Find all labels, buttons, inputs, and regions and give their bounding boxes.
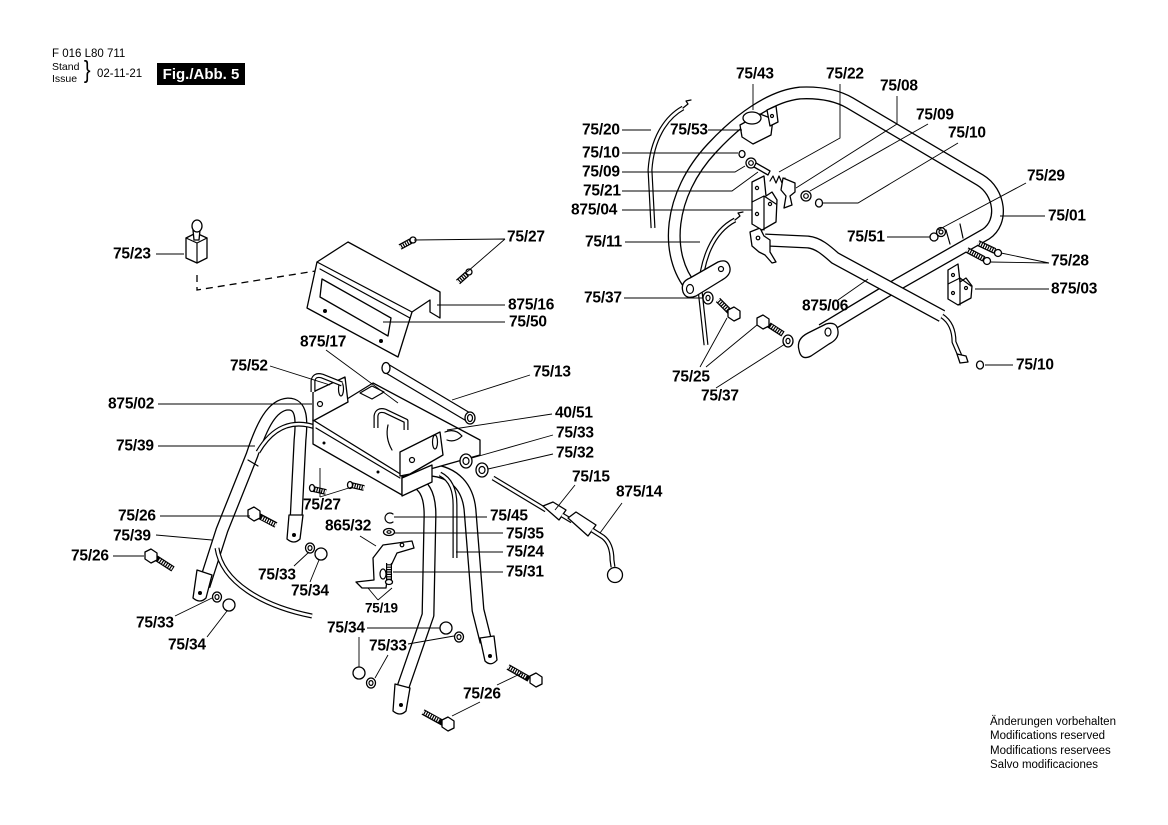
callout-label: 75/20 bbox=[582, 121, 620, 139]
link-plate-part bbox=[681, 260, 731, 298]
callout-label: 75/29 bbox=[1027, 167, 1065, 185]
screw-part bbox=[965, 240, 1003, 266]
callout-label: 75/33 bbox=[258, 566, 296, 584]
notice-line-spanish: Salvo modificaciones bbox=[990, 758, 1099, 771]
callout-label: 75/15 bbox=[572, 468, 610, 486]
callout-label: 75/11 bbox=[585, 233, 622, 251]
control-rod-part bbox=[491, 475, 624, 584]
callout-label: 75/39 bbox=[116, 437, 154, 455]
small-fittings-part bbox=[738, 149, 824, 209]
callout-label: 875/06 bbox=[802, 297, 849, 315]
stand-issue-labels: Stand Issue bbox=[52, 61, 80, 85]
stand-label: Stand bbox=[52, 61, 80, 73]
screw-part bbox=[384, 563, 394, 586]
leg-tube-part bbox=[392, 463, 498, 715]
notice-line-french: Modifications reservees bbox=[990, 744, 1111, 757]
callout-label: 75/32 bbox=[556, 444, 594, 462]
callout-label: 75/39 bbox=[113, 527, 151, 545]
callout-label: 75/26 bbox=[463, 685, 501, 703]
callout-label: 75/35 bbox=[506, 525, 544, 543]
cover-part bbox=[306, 241, 441, 358]
frame-part bbox=[312, 376, 481, 497]
callout-label: 75/31 bbox=[506, 563, 544, 581]
callout-label: 75/26 bbox=[71, 547, 109, 565]
rod-part bbox=[381, 361, 476, 425]
notice-line-german: Änderungen vorbehalten bbox=[990, 716, 1116, 728]
callout-label: 75/19 bbox=[365, 600, 398, 616]
callout-label: 875/14 bbox=[616, 483, 663, 501]
modifications-notice: Änderungen vorbehalten Modifications res… bbox=[990, 715, 1116, 772]
callout-label: 75/51 bbox=[847, 228, 885, 246]
callout-label: 75/34 bbox=[168, 636, 206, 654]
callout-label: 75/25 bbox=[672, 368, 710, 386]
callout-label: 75/27 bbox=[303, 496, 341, 514]
callout-label: 75/45 bbox=[490, 507, 528, 525]
callout-label: 875/04 bbox=[571, 201, 618, 219]
notice-line-english: Modifications reserved bbox=[990, 730, 1106, 743]
toggle-switch-part bbox=[185, 219, 208, 264]
lever-tube-part bbox=[749, 227, 969, 364]
callout-label: 875/17 bbox=[300, 333, 347, 351]
figure-label: Fig./Abb. 5 bbox=[157, 63, 245, 85]
callout-label: 75/24 bbox=[506, 543, 544, 561]
callout-label: 75/33 bbox=[556, 424, 594, 442]
callout-label: 75/09 bbox=[916, 106, 954, 124]
callout-label: 75/10 bbox=[1016, 356, 1054, 374]
leader-lines bbox=[113, 84, 1050, 717]
document-number: F 016 L80 711 bbox=[52, 48, 126, 60]
nut-washer-part bbox=[211, 542, 465, 689]
callout-label: 75/23 bbox=[113, 245, 151, 263]
washer-part bbox=[459, 453, 489, 478]
callout-label: 75/50 bbox=[509, 313, 547, 331]
issue-date: 02-11-21 bbox=[97, 68, 143, 80]
screw-part bbox=[398, 236, 473, 285]
callout-label: 75/53 bbox=[670, 121, 708, 139]
callout-label: 75/37 bbox=[584, 289, 622, 307]
bracket-part bbox=[947, 263, 973, 306]
washer-part bbox=[702, 291, 985, 370]
clip-part bbox=[310, 373, 409, 451]
callout-label: 75/26 bbox=[118, 507, 156, 525]
callout-label: 75/10 bbox=[948, 124, 986, 142]
callout-label: 75/34 bbox=[327, 619, 365, 637]
callout-label: 75/10 bbox=[582, 144, 620, 162]
bolt-part bbox=[144, 506, 543, 732]
screw-part bbox=[308, 480, 365, 495]
cable-part bbox=[214, 421, 319, 619]
callout-label: 75/52 bbox=[230, 357, 268, 375]
callout-label: 875/03 bbox=[1051, 280, 1098, 298]
callout-label: 75/33 bbox=[136, 614, 174, 632]
callout-label: 75/21 bbox=[583, 182, 621, 200]
callout-label: 75/01 bbox=[1048, 207, 1086, 225]
callout-label: 75/43 bbox=[736, 65, 774, 83]
callout-label: 75/37 bbox=[701, 387, 739, 405]
callout-label: 875/02 bbox=[108, 395, 155, 413]
callout-label: 75/13 bbox=[533, 363, 571, 381]
bracket-part bbox=[751, 175, 778, 231]
clip-washer-part bbox=[382, 512, 396, 537]
callout-label: 40/51 bbox=[555, 404, 593, 422]
callout-label: 75/33 bbox=[369, 637, 407, 655]
window-part bbox=[319, 278, 392, 337]
clamp-part bbox=[739, 105, 779, 145]
callout-label: 75/22 bbox=[826, 65, 864, 83]
callout-label: 75/09 bbox=[582, 163, 620, 181]
right-assembly bbox=[647, 86, 1004, 370]
bolt-part bbox=[715, 297, 785, 337]
issue-label: Issue bbox=[52, 72, 78, 85]
callout-label: 75/28 bbox=[1051, 252, 1089, 270]
nut-part bbox=[929, 226, 947, 242]
callout-label: 75/27 bbox=[507, 228, 545, 246]
brace-symbol: } bbox=[83, 56, 91, 84]
callout-label: 865/32 bbox=[325, 517, 372, 535]
callout-label: 875/16 bbox=[508, 296, 555, 314]
callout-label: 75/08 bbox=[880, 77, 918, 95]
callout-label: 75/34 bbox=[291, 582, 329, 600]
